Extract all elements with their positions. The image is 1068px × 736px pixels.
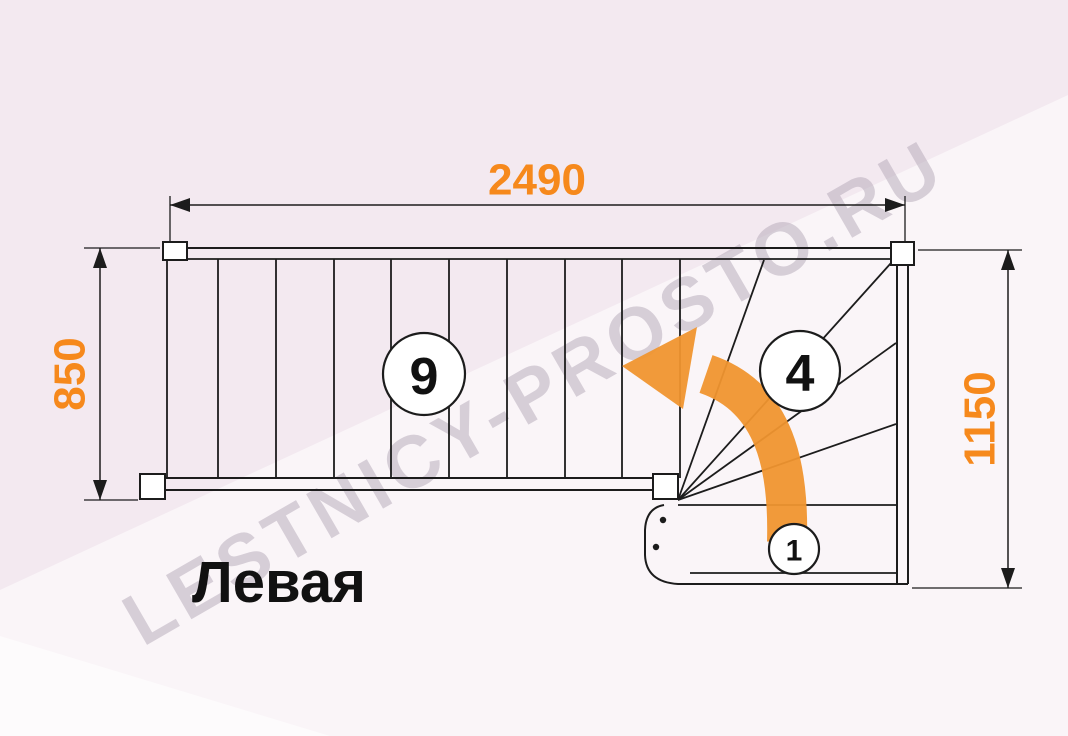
dimension-top-width-value: 2490	[488, 156, 586, 205]
direction-arrow-arc	[698, 355, 808, 543]
dimension-arrow-top	[1001, 250, 1015, 270]
winder-count: 4	[786, 345, 815, 403]
first-step-badge-circle	[767, 522, 821, 576]
dimension-arrow-top	[93, 248, 107, 268]
dimension-arrow-bottom	[93, 480, 107, 500]
plan-variant-label: Левая	[192, 550, 366, 615]
background-corner-highlight	[0, 636, 330, 736]
winder-badge-circle	[758, 329, 842, 413]
straight-flight-count: 9	[410, 348, 439, 406]
pivot-dot	[652, 543, 660, 551]
direction-arrow	[622, 327, 808, 543]
newel-post-top-left	[162, 241, 188, 261]
direction-arrow-head	[622, 327, 697, 409]
first-step-curved-outline	[644, 504, 908, 585]
dimension-arrow-left	[170, 198, 190, 212]
step-count-badges: 9 4 1	[381, 329, 842, 576]
staircase-drawing	[139, 241, 915, 585]
dimension-arrow-bottom	[1001, 568, 1015, 588]
dimension-left-height-value: 850	[46, 337, 95, 410]
dimension-top-width: 2490	[169, 156, 906, 242]
dimension-arrow-right	[885, 198, 905, 212]
newel-post-top-right	[890, 241, 915, 266]
pivot-dot	[659, 516, 667, 524]
dimension-right-height: 1150	[912, 249, 1022, 589]
first-step-number: 1	[786, 535, 803, 568]
dimension-left-height: 850	[46, 247, 160, 501]
newel-post-junction	[652, 473, 679, 500]
dimension-right-height-value: 1150	[956, 371, 1005, 466]
newel-post-bottom-left	[139, 473, 166, 500]
straight-flight-badge-circle	[381, 331, 467, 417]
background-diagonal-band	[0, 95, 1068, 736]
